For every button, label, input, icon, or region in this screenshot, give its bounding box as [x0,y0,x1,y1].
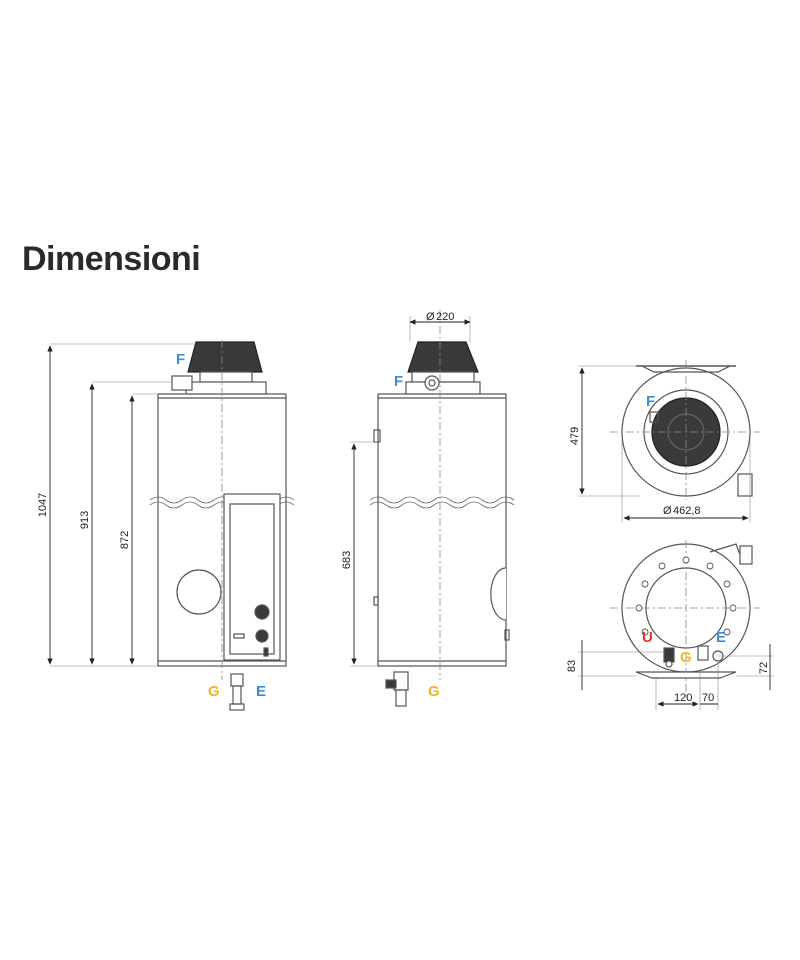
front-flue-label: F [176,351,185,368]
side-tank-body [377,393,507,667]
front-view [149,340,295,711]
page-title: Dimensioni [22,240,201,278]
plan-diameter-symbol: Ø [663,505,672,517]
flue-diameter-symbol: Ø [426,311,435,323]
front-flue-outlet [171,375,193,391]
side-dimensions [350,316,471,667]
plan-diameter-label: 462,8 [673,505,701,517]
side-flue-label: F [394,373,403,390]
bottom-gas-label: G [680,649,692,666]
spacing-a-label: 120 [674,692,692,704]
front-dimensions [47,343,196,667]
top-plan-view [610,360,760,500]
flue-height-label: 913 [79,511,91,529]
bottom-plan-dimensions [578,640,774,710]
side-gas-label: G [428,683,440,700]
spacing-b-label: 70 [702,692,714,704]
flue-diameter-label: 220 [436,311,454,323]
side-flue-cap [407,341,479,373]
top-flue-label: F [646,393,655,410]
front-gas-label: G [208,683,220,700]
bottom-outlet-label: U [642,629,653,646]
side-view [369,310,515,707]
bottom-height-left-label: 83 [566,660,578,672]
side-height-label: 683 [341,551,353,569]
front-control-panel [223,493,281,661]
bottom-plan-view [610,540,760,700]
front-flue-cap [187,341,263,373]
plan-depth-label: 479 [569,427,581,445]
front-inspection-port [176,569,222,615]
front-inlet-label: E [256,683,266,700]
bottom-height-right-label: 72 [758,662,770,674]
bottom-bolt-ring [635,556,737,636]
top-plan-dimensions [578,365,751,522]
body-height-label: 872 [119,531,131,549]
bottom-inlet-label: E [716,629,726,646]
total-height-label: 1047 [37,493,49,517]
